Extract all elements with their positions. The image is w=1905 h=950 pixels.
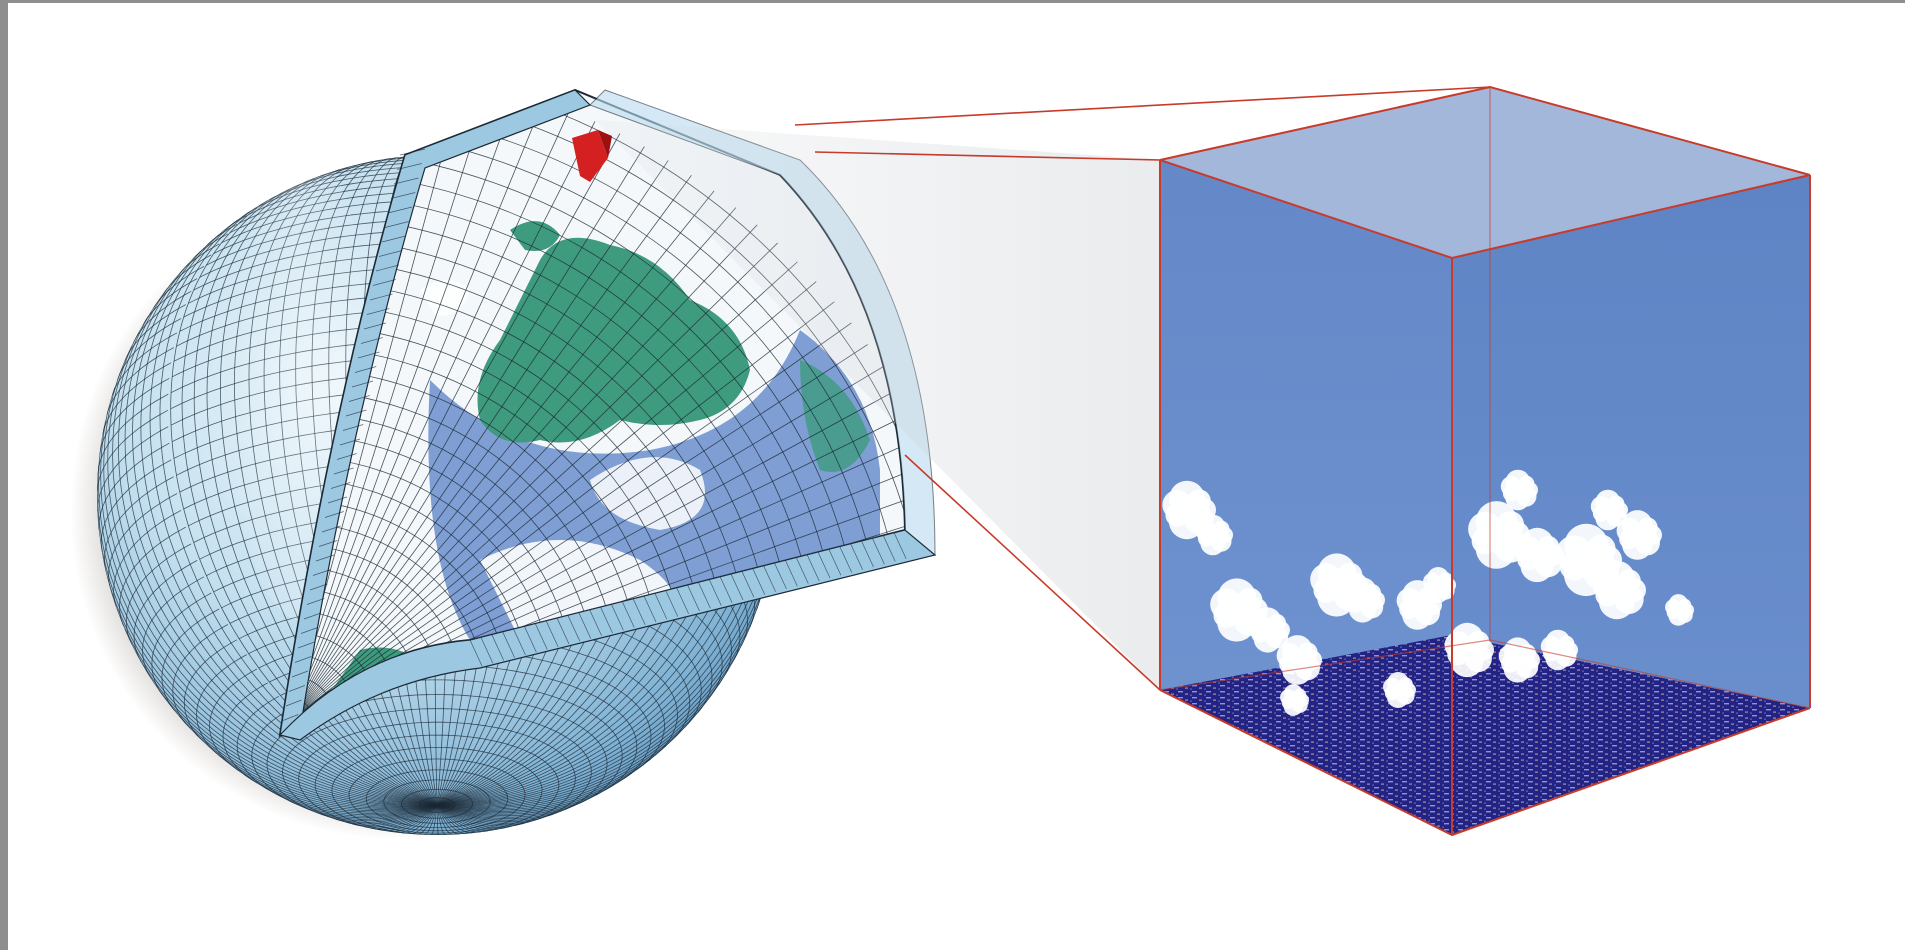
atmosphere-grid-shell <box>282 148 907 721</box>
callout-projection <box>595 86 1491 691</box>
cloud-field <box>1162 469 1694 716</box>
cube-side-face <box>1452 175 1810 740</box>
highlighted-grid-cell <box>572 130 612 182</box>
cutaway-wedge <box>278 88 937 741</box>
land-mass <box>477 237 750 443</box>
cube-top-face <box>1160 87 1810 258</box>
cube-edges <box>1159 85 1811 837</box>
cube-floor-surface <box>1160 635 1810 835</box>
